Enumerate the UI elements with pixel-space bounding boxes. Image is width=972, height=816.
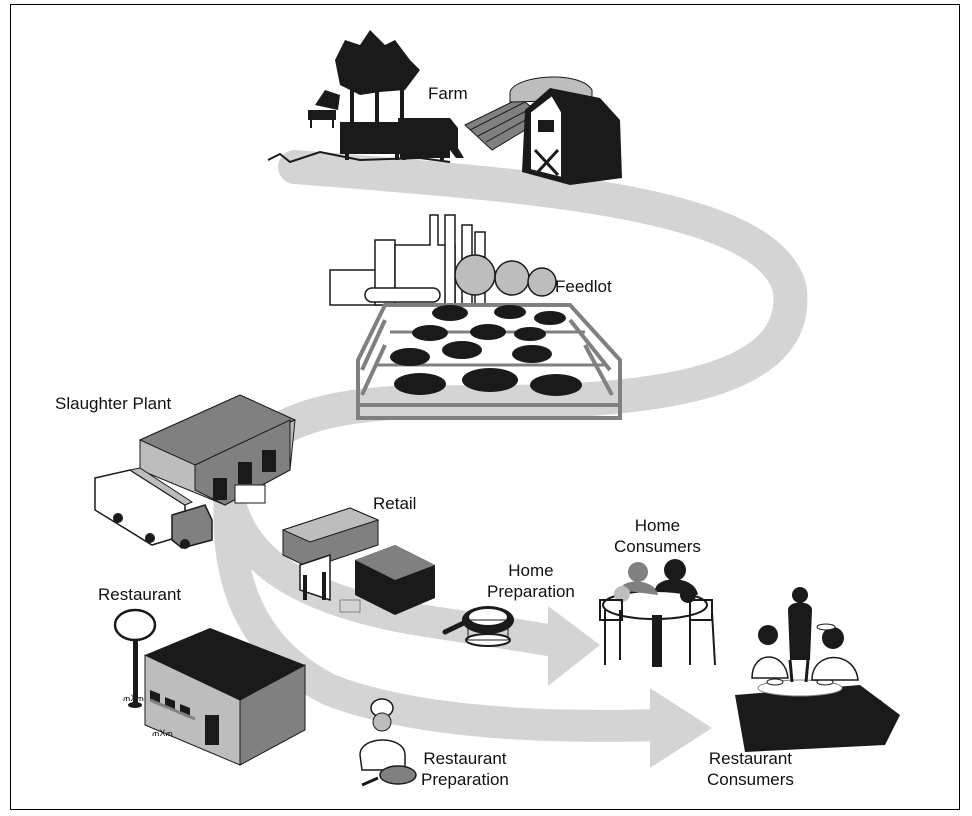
diners-icon — [751, 625, 859, 681]
cattle-icon — [267, 110, 464, 164]
restaurant-branch-path — [213, 494, 661, 742]
frying-pan-icon — [442, 606, 514, 647]
family-table-icon — [599, 559, 716, 667]
warehouse-icon — [138, 394, 297, 506]
retail-label: Retail — [373, 494, 417, 513]
factory-icon — [329, 214, 557, 306]
slaughter-plant-label: Slaughter Plant — [55, 394, 172, 413]
restaurant-label: Restaurant — [98, 585, 182, 604]
barn-icon — [522, 88, 622, 185]
svg-text:ጠXጠ: ጠXጠ — [123, 693, 144, 703]
svg-text:ጠXጠ: ጠXጠ — [152, 728, 173, 738]
restaurant-preparation-label: Restaurant Preparation — [421, 748, 509, 790]
restaurant-consumers-label: Restaurant Consumers — [707, 748, 794, 790]
sign-icon — [113, 608, 157, 708]
feedlot-label: Feedlot — [555, 277, 612, 296]
retail-branch-path — [212, 491, 563, 658]
restaurant-building-icon: ጠXጠ ጠXጠ — [123, 628, 306, 766]
supply-chain-path — [215, 150, 808, 487]
store-building-icon — [281, 507, 435, 615]
restaurant-preparation-line-2: Preparation — [421, 770, 509, 789]
home-preparation-line-1: Home — [508, 561, 554, 580]
home-arrow-head — [548, 606, 600, 686]
dining-table-icon — [735, 678, 900, 752]
restaurant-preparation-line-1: Restaurant — [423, 749, 507, 768]
home-preparation-line-2: Preparation — [487, 582, 575, 601]
home-consumers-line-1: Home — [634, 516, 681, 535]
farm-label: Farm — [428, 84, 468, 103]
restaurant-arrow-head — [650, 688, 712, 768]
trees-icon — [315, 30, 420, 135]
home-consumers-line-2: Consumers — [614, 537, 701, 556]
truck-icon — [94, 467, 213, 549]
waiter-icon — [788, 587, 836, 683]
home-consumers-label: Home Consumers — [614, 515, 701, 557]
restaurant-consumers-line-2: Consumers — [707, 770, 794, 789]
home-preparation-label: Home Preparation — [487, 560, 575, 602]
restaurant-consumers-line-1: Restaurant — [708, 749, 793, 768]
fenced-herd-icon — [356, 303, 622, 420]
chef-icon — [359, 698, 417, 787]
